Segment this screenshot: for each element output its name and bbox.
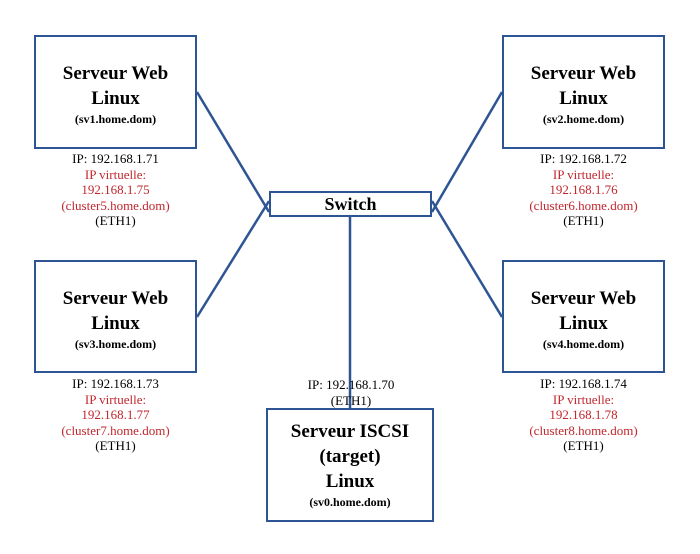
switch-label: Switch [324,194,377,214]
cluster-hostname: (cluster6.home.dom) [529,197,638,213]
ip-address: IP: 192.168.1.70 [307,377,395,392]
virtual-ip-label: IP virtuelle: [84,391,147,407]
server-info-sv4: IP: 192.168.1.74 IP virtuelle: 192.168.1… [502,376,665,454]
server-os: Linux [325,471,375,492]
cluster-hostname: (cluster7.home.dom) [61,422,170,438]
server-title: Serveur ISCSI [290,421,410,442]
virtual-ip: 192.168.1.77 [81,407,150,422]
server-info-sv3: IP: 192.168.1.73 IP virtuelle: 192.168.1… [34,376,197,454]
server-info-sv1: IP: 192.168.1.71 IP virtuelle: 192.168.1… [34,151,197,229]
interface-label: (ETH1) [95,438,136,453]
interface-label: (ETH1) [330,392,372,408]
server-title: Serveur Web [62,63,169,84]
server-title: Serveur Web [530,63,637,84]
server-box-sv2: Serveur Web Linux (sv2.home.dom) [502,35,665,149]
link-sv3-switch [195,200,271,318]
virtual-ip: 192.168.1.78 [549,407,618,422]
server-box-sv1: Serveur Web Linux (sv1.home.dom) [34,35,197,149]
interface-label: (ETH1) [563,438,604,453]
server-info-sv2: IP: 192.168.1.72 IP virtuelle: 192.168.1… [502,151,665,229]
virtual-ip: 192.168.1.75 [81,182,150,197]
server-os: Linux [91,313,140,334]
virtual-ip: 192.168.1.76 [549,182,618,197]
link-sv2-switch [430,91,504,213]
server-box-sv3: Serveur Web Linux (sv3.home.dom) [34,260,197,373]
server-os: Linux [559,313,608,334]
server-hostname: (sv3.home.dom) [74,337,157,351]
virtual-ip-label: IP virtuelle: [552,166,615,182]
iscsi-server-box: Serveur ISCSI (target) Linux (sv0.home.d… [266,408,434,522]
cluster-hostname: (cluster5.home.dom) [61,197,170,213]
interface-label: (ETH1) [563,213,604,228]
link-sv4-switch [430,200,504,318]
server-hostname: (sv2.home.dom) [542,112,625,126]
virtual-ip-label: IP virtuelle: [84,166,147,182]
ip-address: IP: 192.168.1.74 [540,376,627,391]
server-os: Linux [559,88,608,109]
link-sv1-switch [195,91,271,213]
server-box-sv4: Serveur Web Linux (sv4.home.dom) [502,260,665,373]
switch-box: Switch [269,191,432,217]
iscsi-ip-info: IP: 192.168.1.70 (ETH1) [268,377,434,408]
server-role: (target) [319,446,381,467]
server-hostname: (sv4.home.dom) [542,337,625,351]
ip-address: IP: 192.168.1.73 [72,376,159,391]
ip-address: IP: 192.168.1.72 [540,151,627,166]
virtual-ip-label: IP virtuelle: [552,391,615,407]
ip-address: IP: 192.168.1.71 [72,151,159,166]
server-os: Linux [91,88,140,109]
interface-label: (ETH1) [95,213,136,228]
server-title: Serveur Web [530,288,637,309]
server-title: Serveur Web [62,288,169,309]
cluster-hostname: (cluster8.home.dom) [529,422,638,438]
server-hostname: (sv1.home.dom) [74,112,157,126]
server-hostname: (sv0.home.dom) [309,495,391,509]
